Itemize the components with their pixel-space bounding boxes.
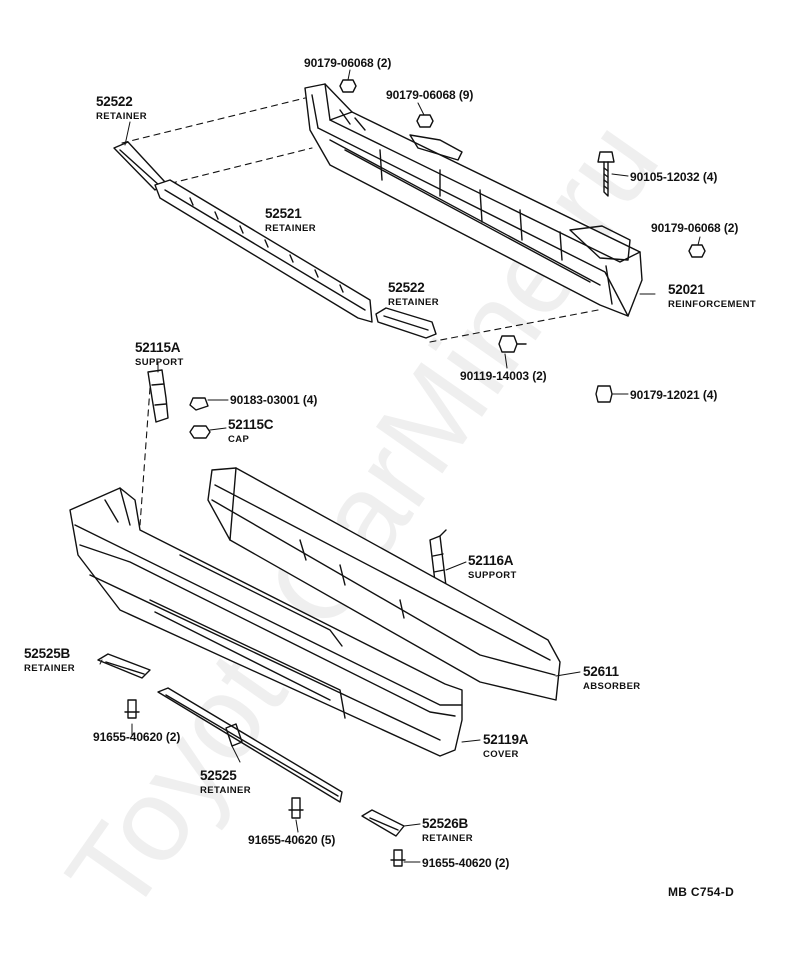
label-52116a: 52116A SUPPORT: [468, 553, 517, 581]
fastener-label-3: 90105-12032 (4): [630, 170, 718, 184]
retainer-center-drawing: [154, 179, 373, 323]
fastener-label-9: 91655-40620 (5): [248, 833, 336, 847]
label-52521: 52521 RETAINER: [265, 206, 317, 234]
support-a-drawing: [147, 369, 169, 423]
alignment-lines: [121, 97, 599, 526]
retainer-526b-drawing: [361, 809, 405, 837]
label-52526b: 52526B RETAINER: [422, 816, 474, 844]
fastener-label-10: 91655-40620 (2): [422, 856, 510, 870]
fastener-label-6: 90179-12021 (4): [630, 388, 718, 402]
label-52119a: 52119A COVER: [483, 732, 529, 760]
label-52525b: 52525B RETAINER: [24, 646, 76, 674]
label-52522-left: 52522 RETAINER: [96, 94, 148, 122]
diagram-code: MB C754-D: [668, 885, 735, 899]
fastener-label-2: 90179-06068 (9): [386, 88, 474, 102]
fastener-label-5: 90119-14003 (2): [460, 369, 547, 383]
label-52115c: 52115C CAP: [228, 417, 274, 445]
fastener-icons: [124, 79, 706, 867]
label-52522-right: 52522 RETAINER: [388, 280, 440, 308]
absorber-drawing: [207, 467, 561, 701]
retainer-right-drawing: [375, 307, 437, 339]
retainer-525-drawing: [157, 687, 343, 803]
retainer-525b-drawing: [97, 653, 151, 679]
fastener-label-8: 91655-40620 (2): [93, 730, 181, 744]
label-52525: 52525 RETAINER: [200, 768, 252, 796]
fastener-label-4: 90179-06068 (2): [651, 221, 739, 235]
leader-lines: [99, 69, 701, 863]
label-52021: 52021 REINFORCEMENT: [668, 282, 757, 310]
label-52611: 52611 ABSORBER: [583, 664, 641, 692]
reinforcement-drawing: [304, 83, 643, 317]
fastener-label-1: 90179-06068 (2): [304, 56, 392, 70]
fastener-label-7: 90183-03001 (4): [230, 393, 318, 407]
cover-drawing: [69, 487, 463, 757]
label-52115a: 52115A SUPPORT: [135, 340, 184, 368]
retainer-left-drawing: [113, 141, 166, 191]
